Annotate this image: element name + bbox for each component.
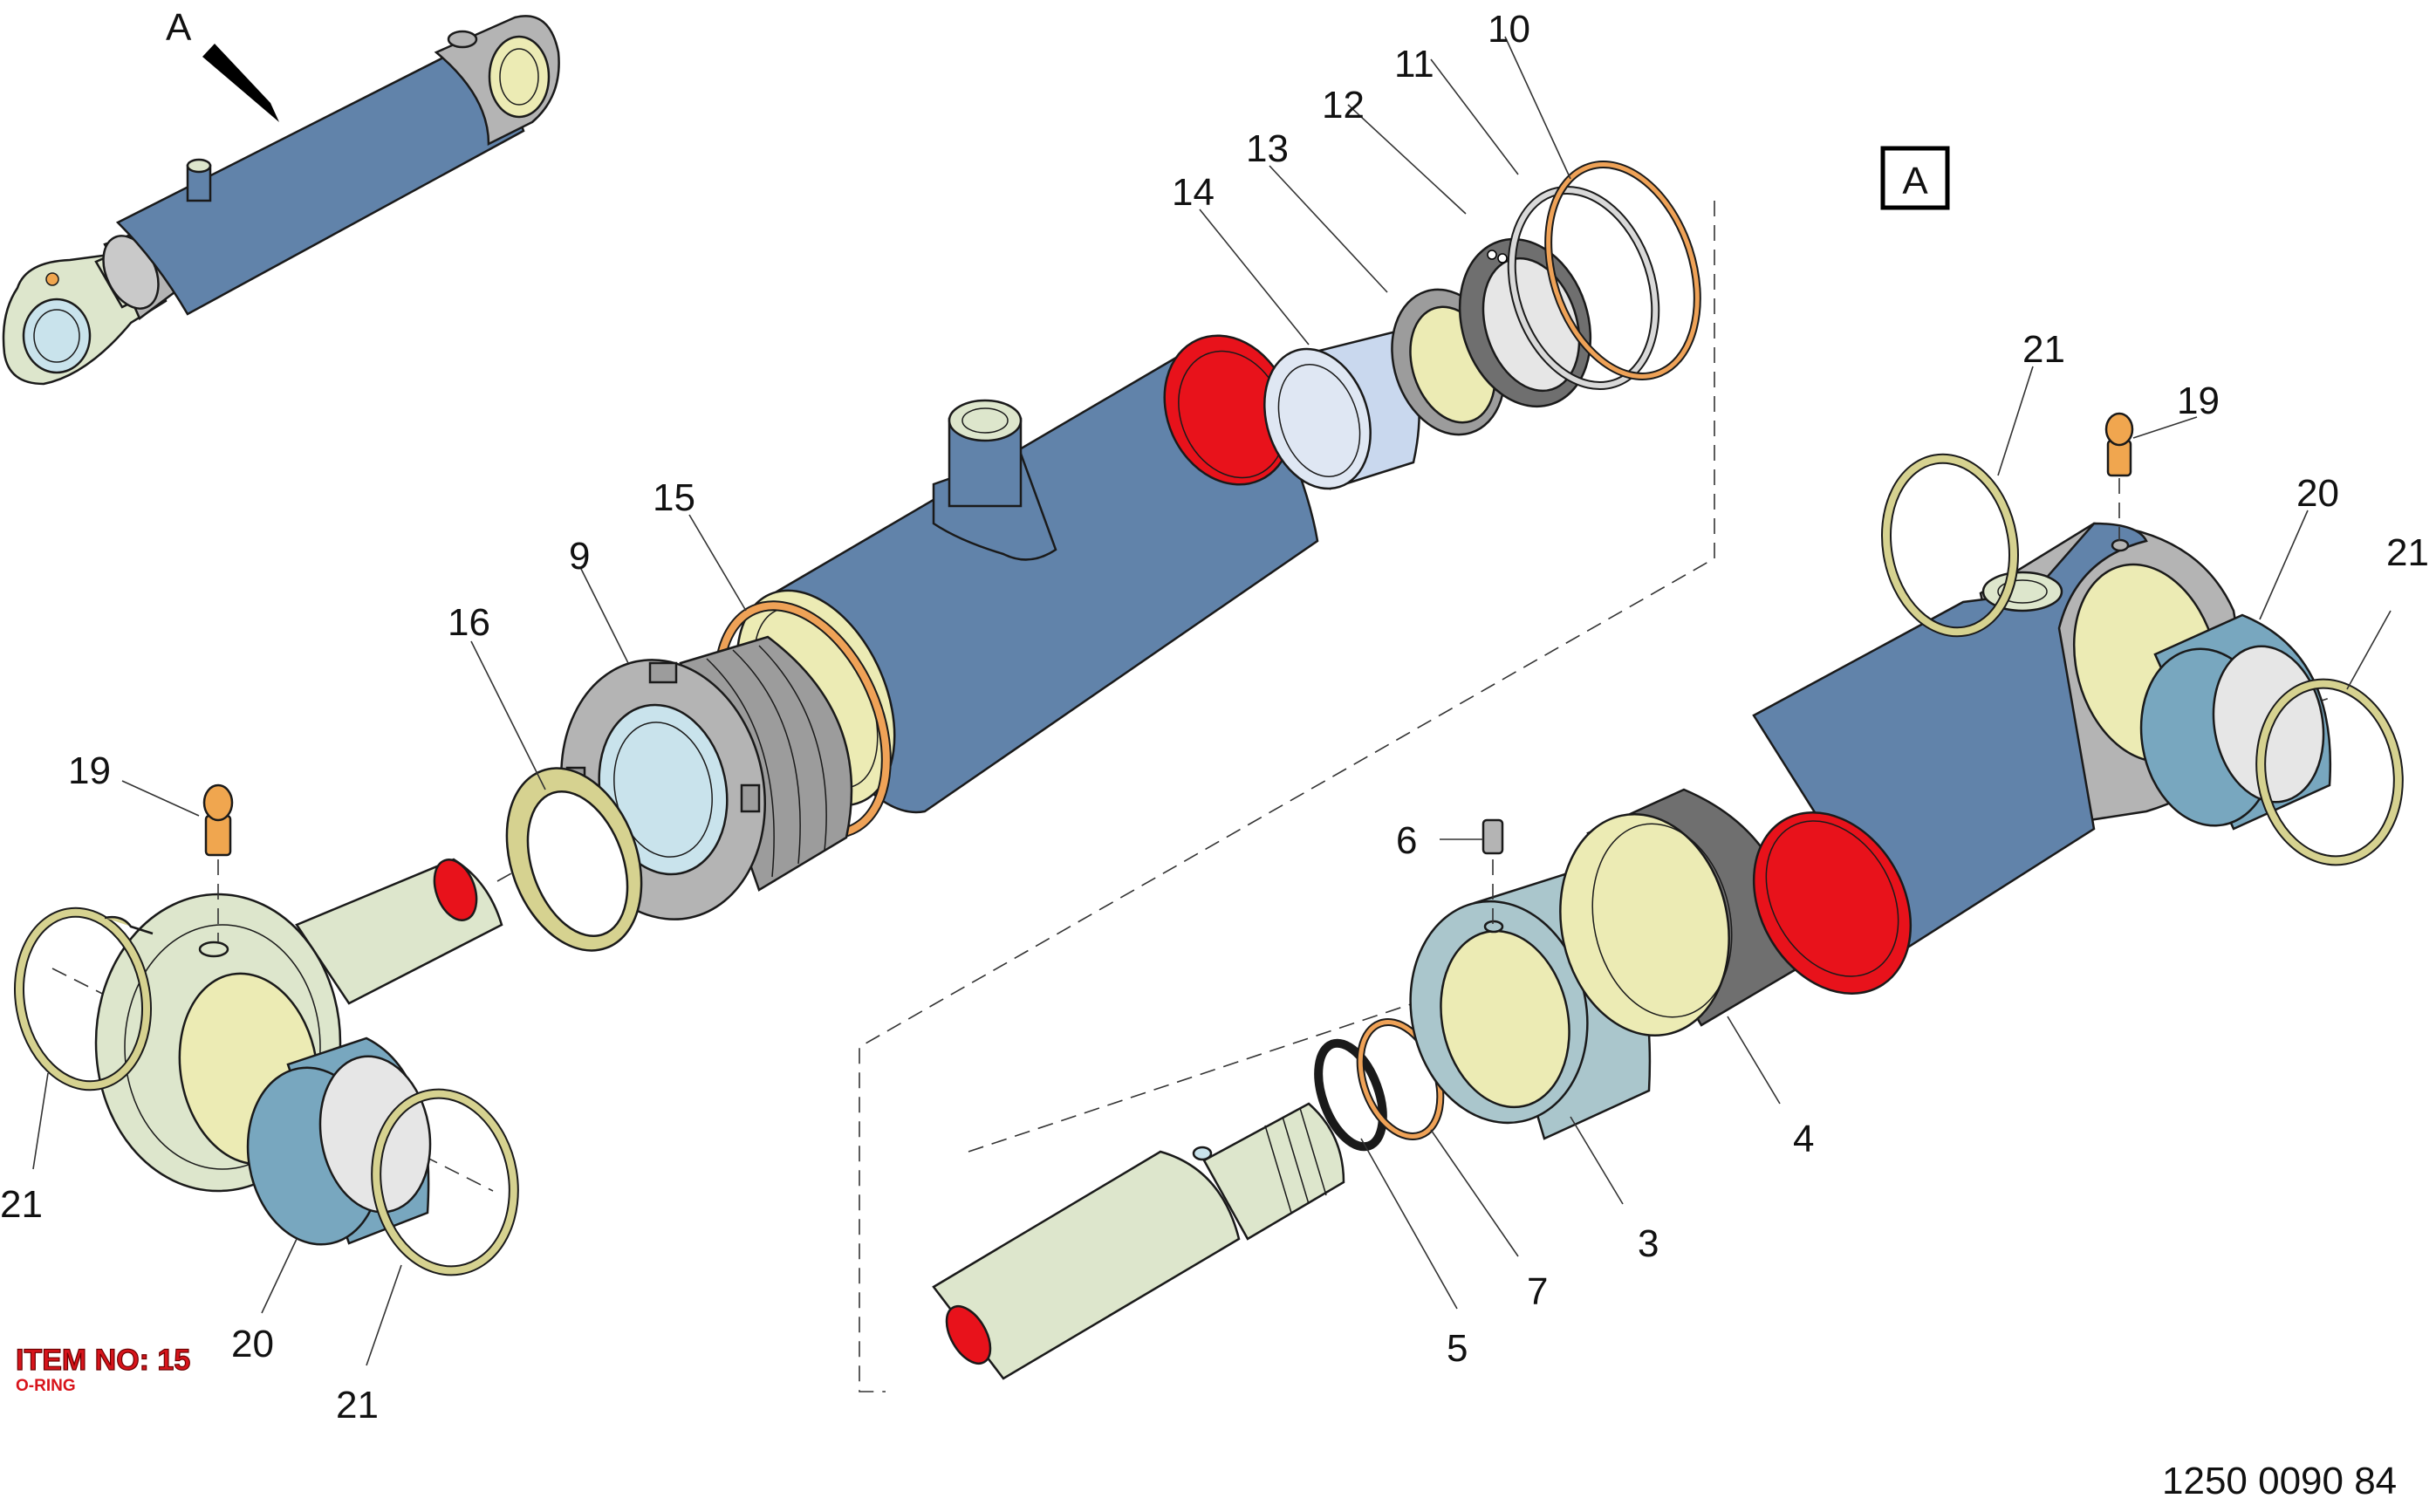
highlight-item-title: ITEM NO: 15 <box>16 1344 190 1377</box>
label-part-11: 11 <box>1394 43 1434 86</box>
overview-cylinder <box>2 15 560 386</box>
label-part-20-left: 20 <box>231 1323 274 1365</box>
label-part-12: 12 <box>1322 84 1365 127</box>
wiper-16 <box>505 767 643 952</box>
bearing-20-right <box>2139 613 2332 831</box>
circlip-21-left-a <box>13 907 154 1091</box>
label-part-15: 15 <box>653 476 695 519</box>
label-part-19-left: 19 <box>68 749 111 792</box>
bearing-20-left <box>246 1037 432 1246</box>
drawing-code: 1250 0090 84 <box>2162 1460 2397 1502</box>
label-part-6: 6 <box>1396 819 1417 862</box>
view-pointer-arrow <box>202 44 279 122</box>
label-part-21-a: 21 <box>0 1183 43 1226</box>
seal-11 <box>1507 186 1660 390</box>
grub-screw-6 <box>1481 818 1504 925</box>
label-part-19-right: 19 <box>2177 380 2220 422</box>
label-part-13: 13 <box>1246 127 1289 170</box>
label-part-5: 5 <box>1447 1327 1468 1370</box>
highlight-item-subtitle: O-RING <box>16 1377 76 1395</box>
grease-fitting-19-right <box>2104 412 2134 541</box>
label-part-16: 16 <box>448 601 490 644</box>
piston-seal-4 <box>1559 788 1799 1037</box>
label-part-10: 10 <box>1488 8 1530 51</box>
circlip-21-right-a <box>1880 453 2020 638</box>
label-part-20-right: 20 <box>2296 472 2339 515</box>
label-part-14: 14 <box>1172 171 1215 214</box>
grease-fitting-19-left <box>202 783 234 942</box>
label-part-21-d: 21 <box>2386 531 2429 574</box>
o-ring-10 <box>1544 161 1701 380</box>
boundary-dashed <box>859 201 1715 1392</box>
label-part-21-c: 21 <box>2022 328 2065 371</box>
view-marker-label: A <box>166 6 192 49</box>
label-part-9: 9 <box>569 535 590 578</box>
label-part-4: 4 <box>1793 1118 1814 1160</box>
circlip-21-left-b <box>371 1088 519 1276</box>
part-labels: 10 11 12 13 14 15 9 16 19 21 20 21 6 5 7… <box>0 8 2429 1426</box>
circlip-21-right-b <box>2255 678 2404 866</box>
leader-lines <box>32 36 2392 1366</box>
label-part-21-b: 21 <box>336 1384 379 1426</box>
o-ring-5 <box>1314 1038 1387 1152</box>
piston-rod <box>932 1102 1345 1380</box>
view-box: A <box>1880 146 1950 210</box>
label-part-7: 7 <box>1527 1270 1548 1313</box>
label-part-3: 3 <box>1638 1222 1659 1265</box>
view-box-label: A <box>1902 160 1928 202</box>
